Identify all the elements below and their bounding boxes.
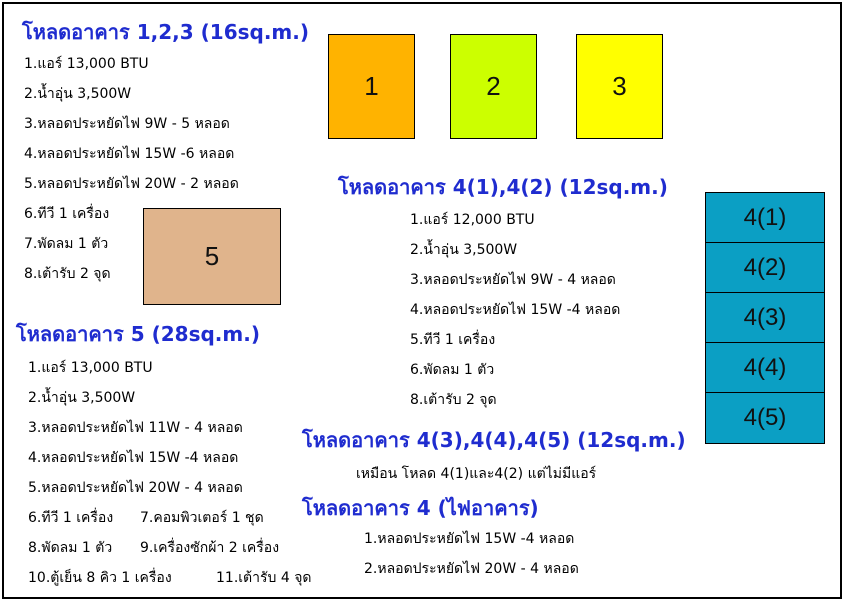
load-item: 9.เครื่องซักผ้า 2 เครื่อง [140, 540, 280, 556]
load-item: 1.แอร์ 13,000 BTU [28, 360, 153, 376]
load-item: 2.น้ำอุ่น 3,500W [28, 390, 136, 406]
heading-building-4-1-4-2: โหลดอาคาร 4(1),4(2) (12sq.m.) [338, 175, 668, 199]
load-item: 2.น้ำอุ่น 3,500W [24, 86, 132, 102]
building-box-2: 2 [450, 34, 537, 139]
load-item: 4.หลอดประหยัดไฟ 15W -6 หลอด [24, 146, 235, 162]
load-item: 7.พัดลม 1 ตัว [24, 236, 109, 252]
building-box-4-5: 4(5) [743, 404, 787, 431]
building-box-4-3: 4(3) [706, 293, 824, 343]
building-box-3: 3 [576, 34, 663, 139]
load-item: 3.หลอดประหยัดไฟ 11W - 4 หลอด [28, 420, 243, 436]
load-item: 2.หลอดประหยัดไฟ 20W - 4 หลอด [364, 561, 579, 577]
load-item: 11.เต้ารับ 4 จุด [216, 570, 312, 586]
load-item: 2.น้ำอุ่น 3,500W [410, 242, 518, 258]
load-item: 3.หลอดประหยัดไฟ 9W - 4 หลอด [410, 272, 616, 288]
load-item: 6.ทีวี 1 เครื่อง [28, 510, 114, 526]
load-item: 8.พัดลม 1 ตัว [28, 540, 113, 556]
building-box-4-4: 4(4) [706, 343, 824, 393]
load-item: 1.หลอดประหยัดไฟ 15W -4 หลอด [364, 531, 575, 547]
load-item: 3.หลอดประหยัดไฟ 9W - 5 หลอด [24, 116, 230, 132]
load-item: 4.หลอดประหยัดไฟ 15W -4 หลอด [28, 450, 239, 466]
load-item: 1.แอร์ 12,000 BTU [410, 212, 535, 228]
load-item: 7.คอมพิวเตอร์ 1 ชุด [140, 510, 264, 526]
building-4-stack: 4(1) 4(2) 4(3) 4(4) 4(5) [705, 192, 825, 444]
load-item: 6.ทีวี 1 เครื่อง [24, 206, 110, 222]
building-box-4-2: 4(2) [706, 243, 824, 293]
load-note: เหมือน โหลด 4(1)และ4(2) แต่ไม่มีแอร์ [356, 466, 597, 482]
heading-building-4-lighting: โหลดอาคาร 4 (ไฟอาคาร) [302, 496, 539, 520]
load-item: 4.หลอดประหยัดไฟ 15W -4 หลอด [410, 302, 621, 318]
load-item: 6.พัดลม 1 ตัว [410, 362, 495, 378]
heading-building-1-2-3: โหลดอาคาร 1,2,3 (16sq.m.) [22, 20, 310, 44]
heading-building-4-3-4-4-4-5: โหลดอาคาร 4(3),4(4),4(5) (12sq.m.) [302, 428, 686, 452]
load-item: 8.เต้ารับ 2 จุด [410, 392, 497, 408]
heading-building-5: โหลดอาคาร 5 (28sq.m.) [16, 322, 260, 346]
load-item: 5.ทีวี 1 เครื่อง [410, 332, 496, 348]
building-box-5: 5 [143, 208, 281, 305]
building-box-4-1: 4(1) [706, 193, 824, 243]
load-item: 8.เต้ารับ 2 จุด [24, 266, 111, 282]
load-item: 5.หลอดประหยัดไฟ 20W - 4 หลอด [28, 480, 243, 496]
load-item: 10.ตู้เย็น 8 คิว 1 เครื่อง [28, 570, 172, 586]
building-box-1: 1 [328, 34, 415, 139]
load-item: 1.แอร์ 13,000 BTU [24, 56, 149, 72]
load-item: 5.หลอดประหยัดไฟ 20W - 2 หลอด [24, 176, 239, 192]
